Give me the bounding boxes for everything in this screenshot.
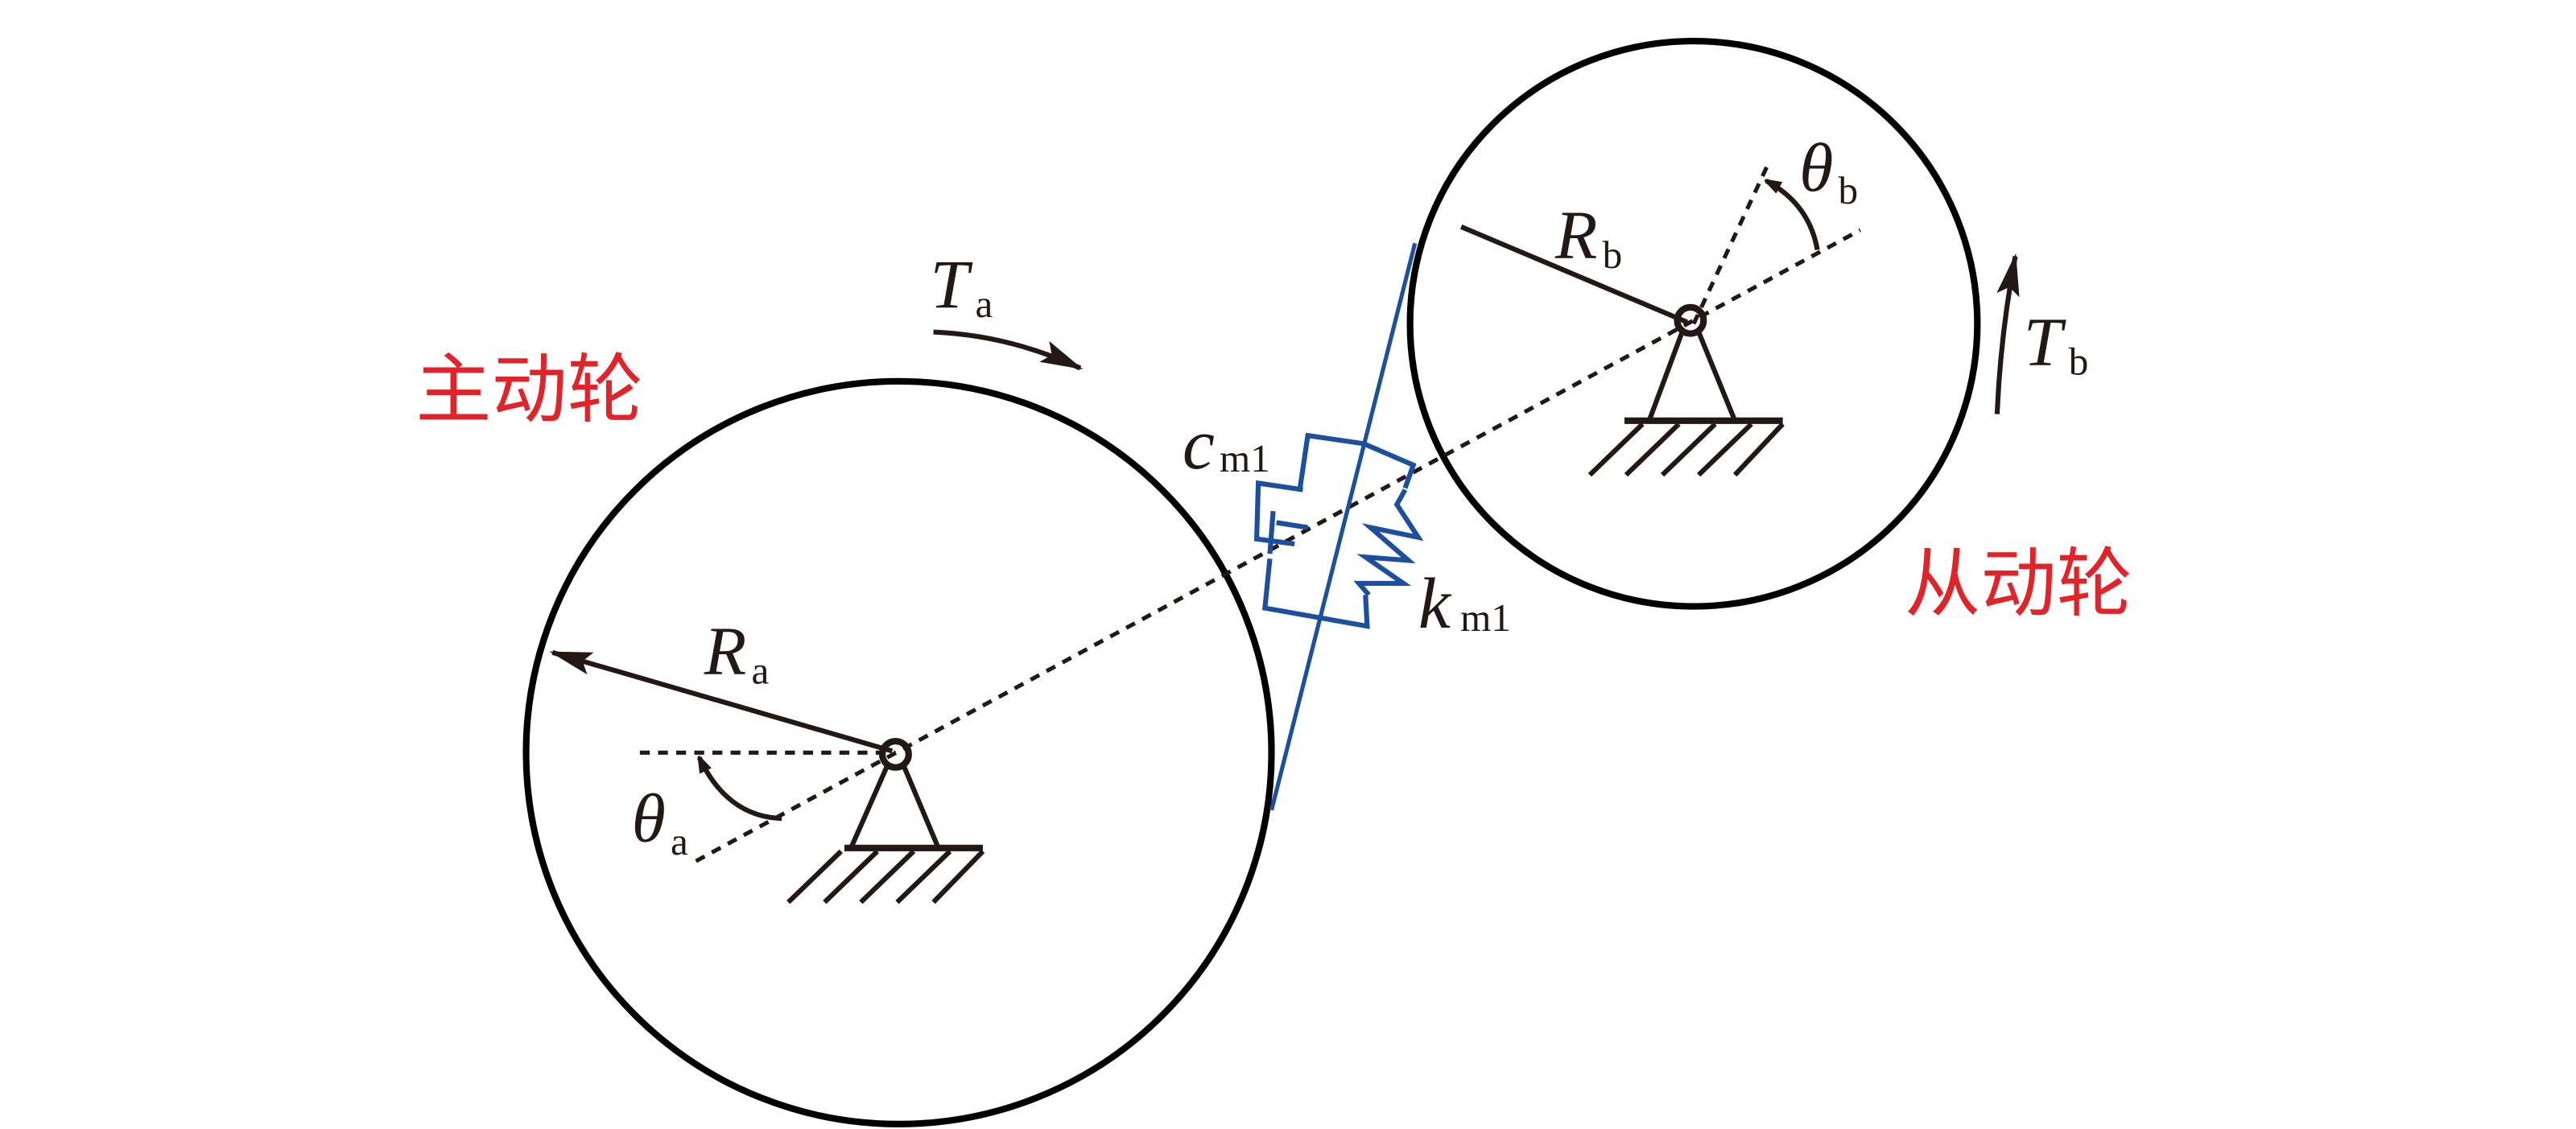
radius-b-line — [1459, 225, 1688, 325]
torque-b-symbol: T — [2024, 303, 2066, 380]
stiffness-subscript: m1 — [1460, 595, 1511, 640]
torque-a-arrow — [933, 329, 1084, 371]
damping-symbol: c — [1183, 405, 1215, 484]
theta-a-subscript: a — [671, 819, 688, 863]
theta-b-arc-arrow — [1766, 181, 1820, 250]
driven-gear-support — [1587, 303, 1785, 477]
driven-gear-title: 从动轮 — [1905, 541, 2132, 628]
driven-gear-circle — [1406, 37, 1981, 610]
radius-b-symbol: R — [1554, 196, 1598, 274]
driving-gear-pivot — [878, 737, 912, 771]
theta-a-arc-arrow — [696, 757, 782, 822]
radius-a-arrow — [549, 649, 894, 754]
driving-gear-title: 主动轮 — [415, 347, 643, 435]
mesh-bottom-connector — [1261, 558, 1370, 629]
theta-b-symbol: θ — [1799, 129, 1833, 206]
torque-a-symbol: T — [930, 245, 972, 323]
damping-subscript: m1 — [1220, 436, 1270, 480]
theta-a-symbol: θ — [632, 780, 666, 857]
radius-a-subscript: a — [751, 649, 769, 693]
radius-a-symbol: R — [704, 612, 747, 689]
mesh-top-connector-right — [1363, 441, 1417, 489]
mesh-spring-damper — [1253, 432, 1424, 629]
center-line — [695, 228, 1862, 863]
torque-b-arrow — [1994, 253, 2020, 414]
driven-gear-pivot — [1674, 303, 1707, 337]
damper — [1253, 480, 1309, 554]
driving-gear-support — [786, 737, 985, 904]
stiffness-symbol: k — [1418, 564, 1452, 644]
driven-gear-reference-line — [1691, 160, 1772, 325]
torque-a-subscript: a — [975, 282, 993, 326]
theta-b-subscript: b — [1838, 168, 1858, 212]
mesh-top-connector — [1297, 432, 1364, 492]
spring — [1353, 488, 1424, 597]
line-of-action — [1269, 242, 1418, 811]
radius-b-subscript: b — [1603, 233, 1623, 277]
torque-b-subscript: b — [2069, 340, 2089, 384]
driving-gear-circle — [522, 377, 1275, 1127]
